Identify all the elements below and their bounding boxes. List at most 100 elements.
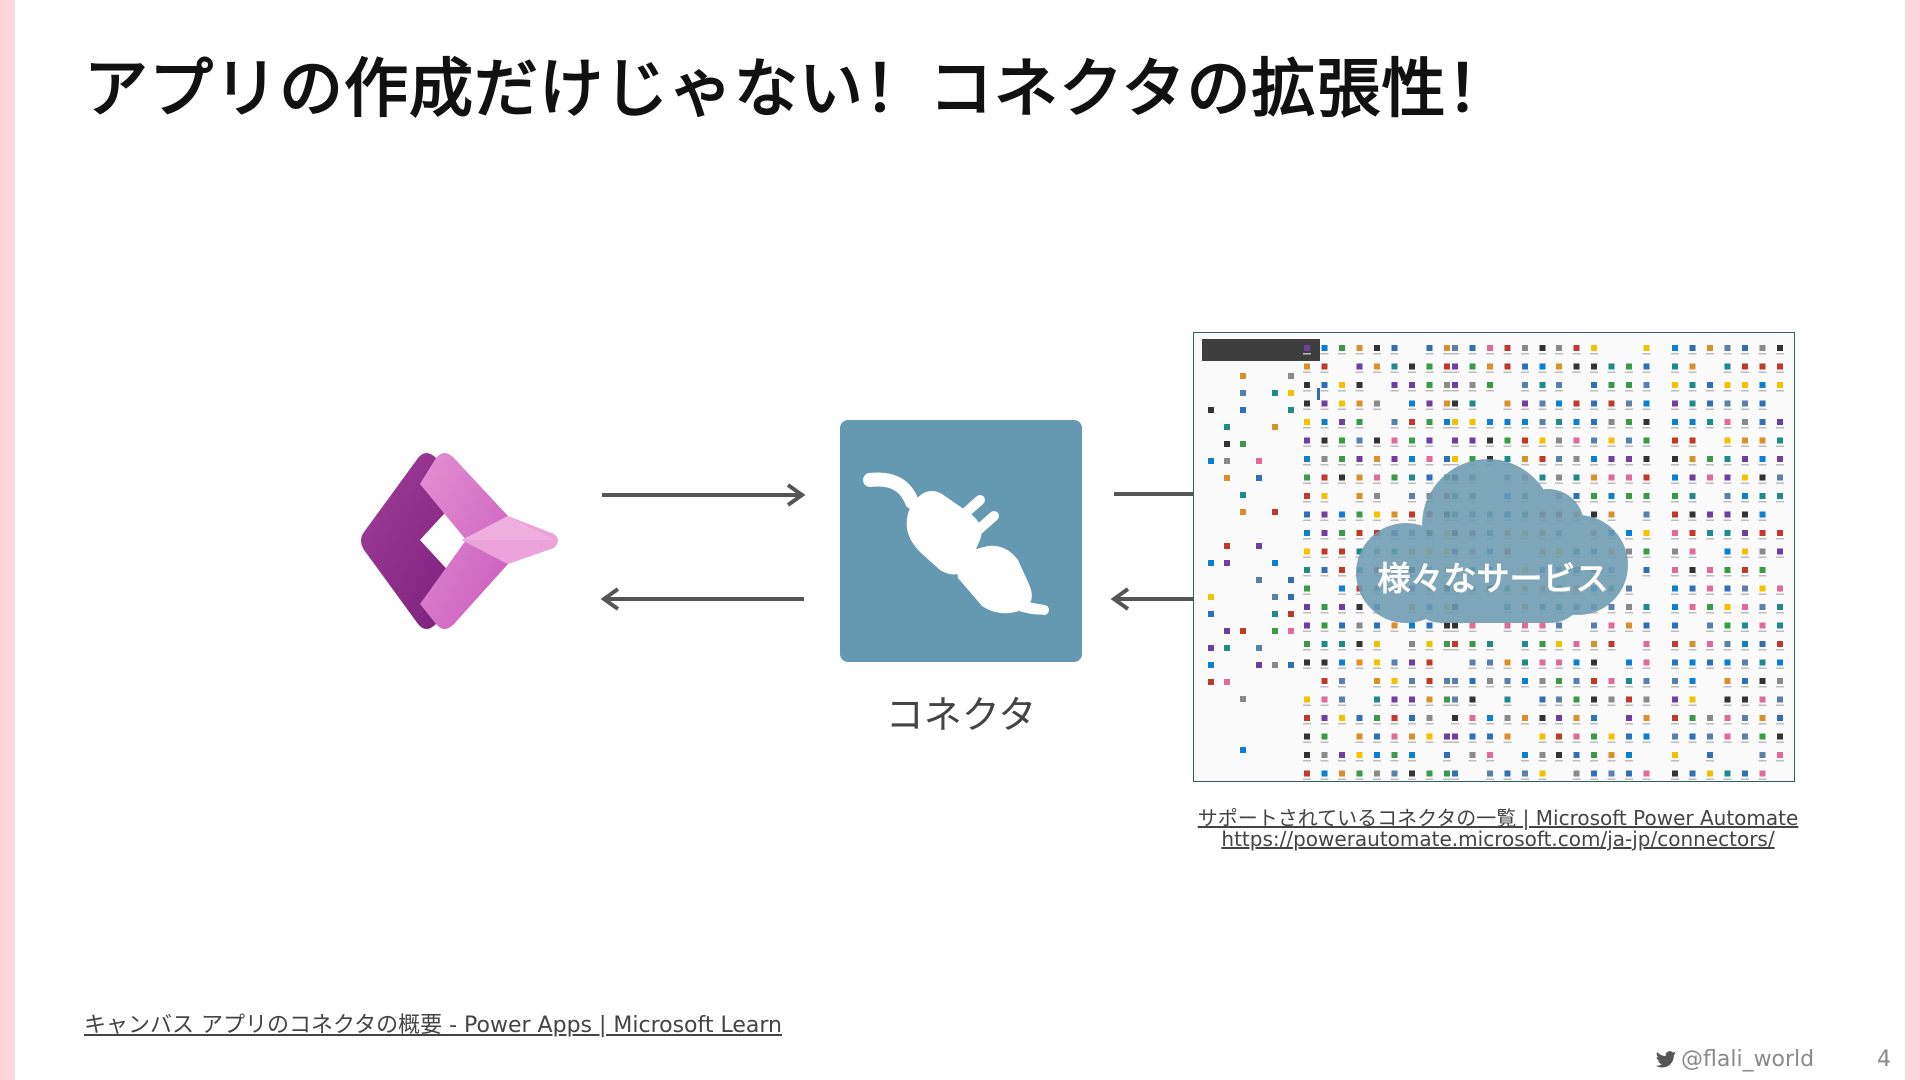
connector-tile-caption [1373,408,1381,410]
connector-tile-caption [1642,667,1651,669]
connector-tile-icon [1707,659,1713,666]
connector-tile-caption [1320,501,1329,503]
sidebar-connector-icon [1208,679,1214,685]
connector-tile-icon [1573,733,1580,740]
connector-tile-caption [1776,649,1784,651]
connector-tile-caption [1468,760,1477,762]
connector-tile-icon [1444,400,1450,407]
connector-tile-caption [1555,390,1563,392]
sidebar-connector-icon [1272,390,1278,396]
connector-tile-caption [1303,371,1311,373]
connector-tile-icon [1409,382,1415,388]
connector-tile-icon [1374,363,1380,370]
connector-tile-caption [1338,353,1346,355]
connector-tile-icon [1672,530,1678,536]
connector-tile-caption [1688,704,1697,706]
connector-tile-icon [1409,419,1415,425]
connector-tile-icon [1356,382,1363,388]
connector-tile-icon [1356,400,1363,407]
connector-tile-caption [1642,353,1651,355]
connector-tile-icon [1469,622,1476,629]
connector-tile-caption [1607,501,1616,503]
connector-tile-icon [1444,696,1450,703]
connector-tile-icon [1469,437,1476,444]
connector-tile-caption [1355,353,1364,355]
connector-tile-caption [1521,778,1529,780]
connector-tile-caption [1642,501,1651,503]
connector-tile-icon [1672,696,1678,703]
connector-tile-caption [1390,778,1399,780]
connector-tile-caption [1607,630,1616,632]
connector-tile-caption [1503,686,1512,688]
connector-tile-icon [1444,770,1450,777]
connector-tile-caption [1607,445,1616,447]
connector-tile-icon [1374,493,1380,499]
connector-tile-icon [1539,345,1546,351]
connector-tile-caption [1723,704,1732,706]
connector-tile-caption [1590,427,1598,429]
connector-tile-icon [1643,437,1650,444]
connector-tile-caption [1320,667,1329,669]
connector-tile-caption [1320,686,1329,688]
reference-connectors-link[interactable]: サポートされているコネクタの一覧 | Microsoft Power Autom… [1197,806,1799,830]
connector-tile-icon [1522,345,1528,351]
connector-tile-icon [1556,456,1562,462]
connector-tile-icon [1759,363,1766,370]
reference-connectors-url[interactable]: https://powerautomate.microsoft.com/ja-j… [1221,827,1775,851]
connector-tile-icon [1724,400,1731,407]
connector-tile-caption [1451,630,1459,632]
connector-tile-icon [1356,474,1363,481]
connector-tile-caption [1758,575,1767,577]
connector-tile-caption [1741,630,1749,632]
connector-tile-icon [1304,363,1310,370]
connector-tile-icon [1759,382,1766,388]
connector-tile-icon [1742,585,1748,592]
connector-tile-icon [1672,733,1678,740]
connector-tile-icon [1724,456,1731,462]
connector-tile-caption [1688,741,1697,743]
connector-tile-icon [1356,752,1363,758]
connector-tile-icon [1556,696,1562,703]
connector-tile-icon [1724,715,1731,721]
connector-tile-icon [1539,641,1546,647]
sidebar-connector-icon [1208,594,1214,600]
connector-tile-caption [1758,445,1767,447]
connector-tile-icon [1626,400,1632,407]
connector-tile-icon [1374,511,1380,518]
connector-tile-icon [1321,752,1328,758]
connector-tile-icon [1689,678,1696,684]
connector-tile-caption [1390,390,1399,392]
connector-tile-caption [1468,649,1477,651]
connector-tile-caption [1390,667,1399,669]
connector-tile-caption [1688,408,1697,410]
connector-tile-caption [1555,427,1563,429]
connector-tile-icon [1522,715,1528,721]
connector-tile-icon [1522,382,1528,388]
reference-canvas-apps-link[interactable]: キャンバス アプリのコネクタの概要 - Power Apps | Microso… [84,1013,782,1038]
connector-tile-caption [1776,741,1784,743]
connector-tile-caption [1555,723,1563,725]
connector-tile-caption [1373,464,1381,466]
connector-tile-caption [1758,760,1767,762]
connector-tile-caption [1408,427,1416,429]
connector-tile-icon [1777,678,1783,684]
connector-tile-caption [1451,353,1459,355]
connector-tile-icon [1339,456,1345,462]
connector-tile-caption [1642,408,1651,410]
connector-tile-icon [1742,511,1748,518]
sidebar-connector-icon [1224,458,1230,464]
right-edge-bar [1905,0,1920,1080]
connector-tile-caption [1468,445,1477,447]
sidebar-connector-icon [1224,424,1230,430]
connector-tile-icon [1608,419,1615,425]
connector-tile-icon [1522,363,1528,370]
connector-tile-caption [1390,760,1399,762]
connector-tile-icon [1356,511,1363,518]
connector-tile-icon [1304,345,1310,351]
connector-tile-icon [1626,604,1632,610]
connector-tile-icon [1452,715,1458,721]
connector-tile-icon [1469,678,1476,684]
connector-tile-caption [1607,760,1616,762]
sidebar-connector-icon [1288,390,1294,396]
connector-tile-icon [1539,659,1546,666]
